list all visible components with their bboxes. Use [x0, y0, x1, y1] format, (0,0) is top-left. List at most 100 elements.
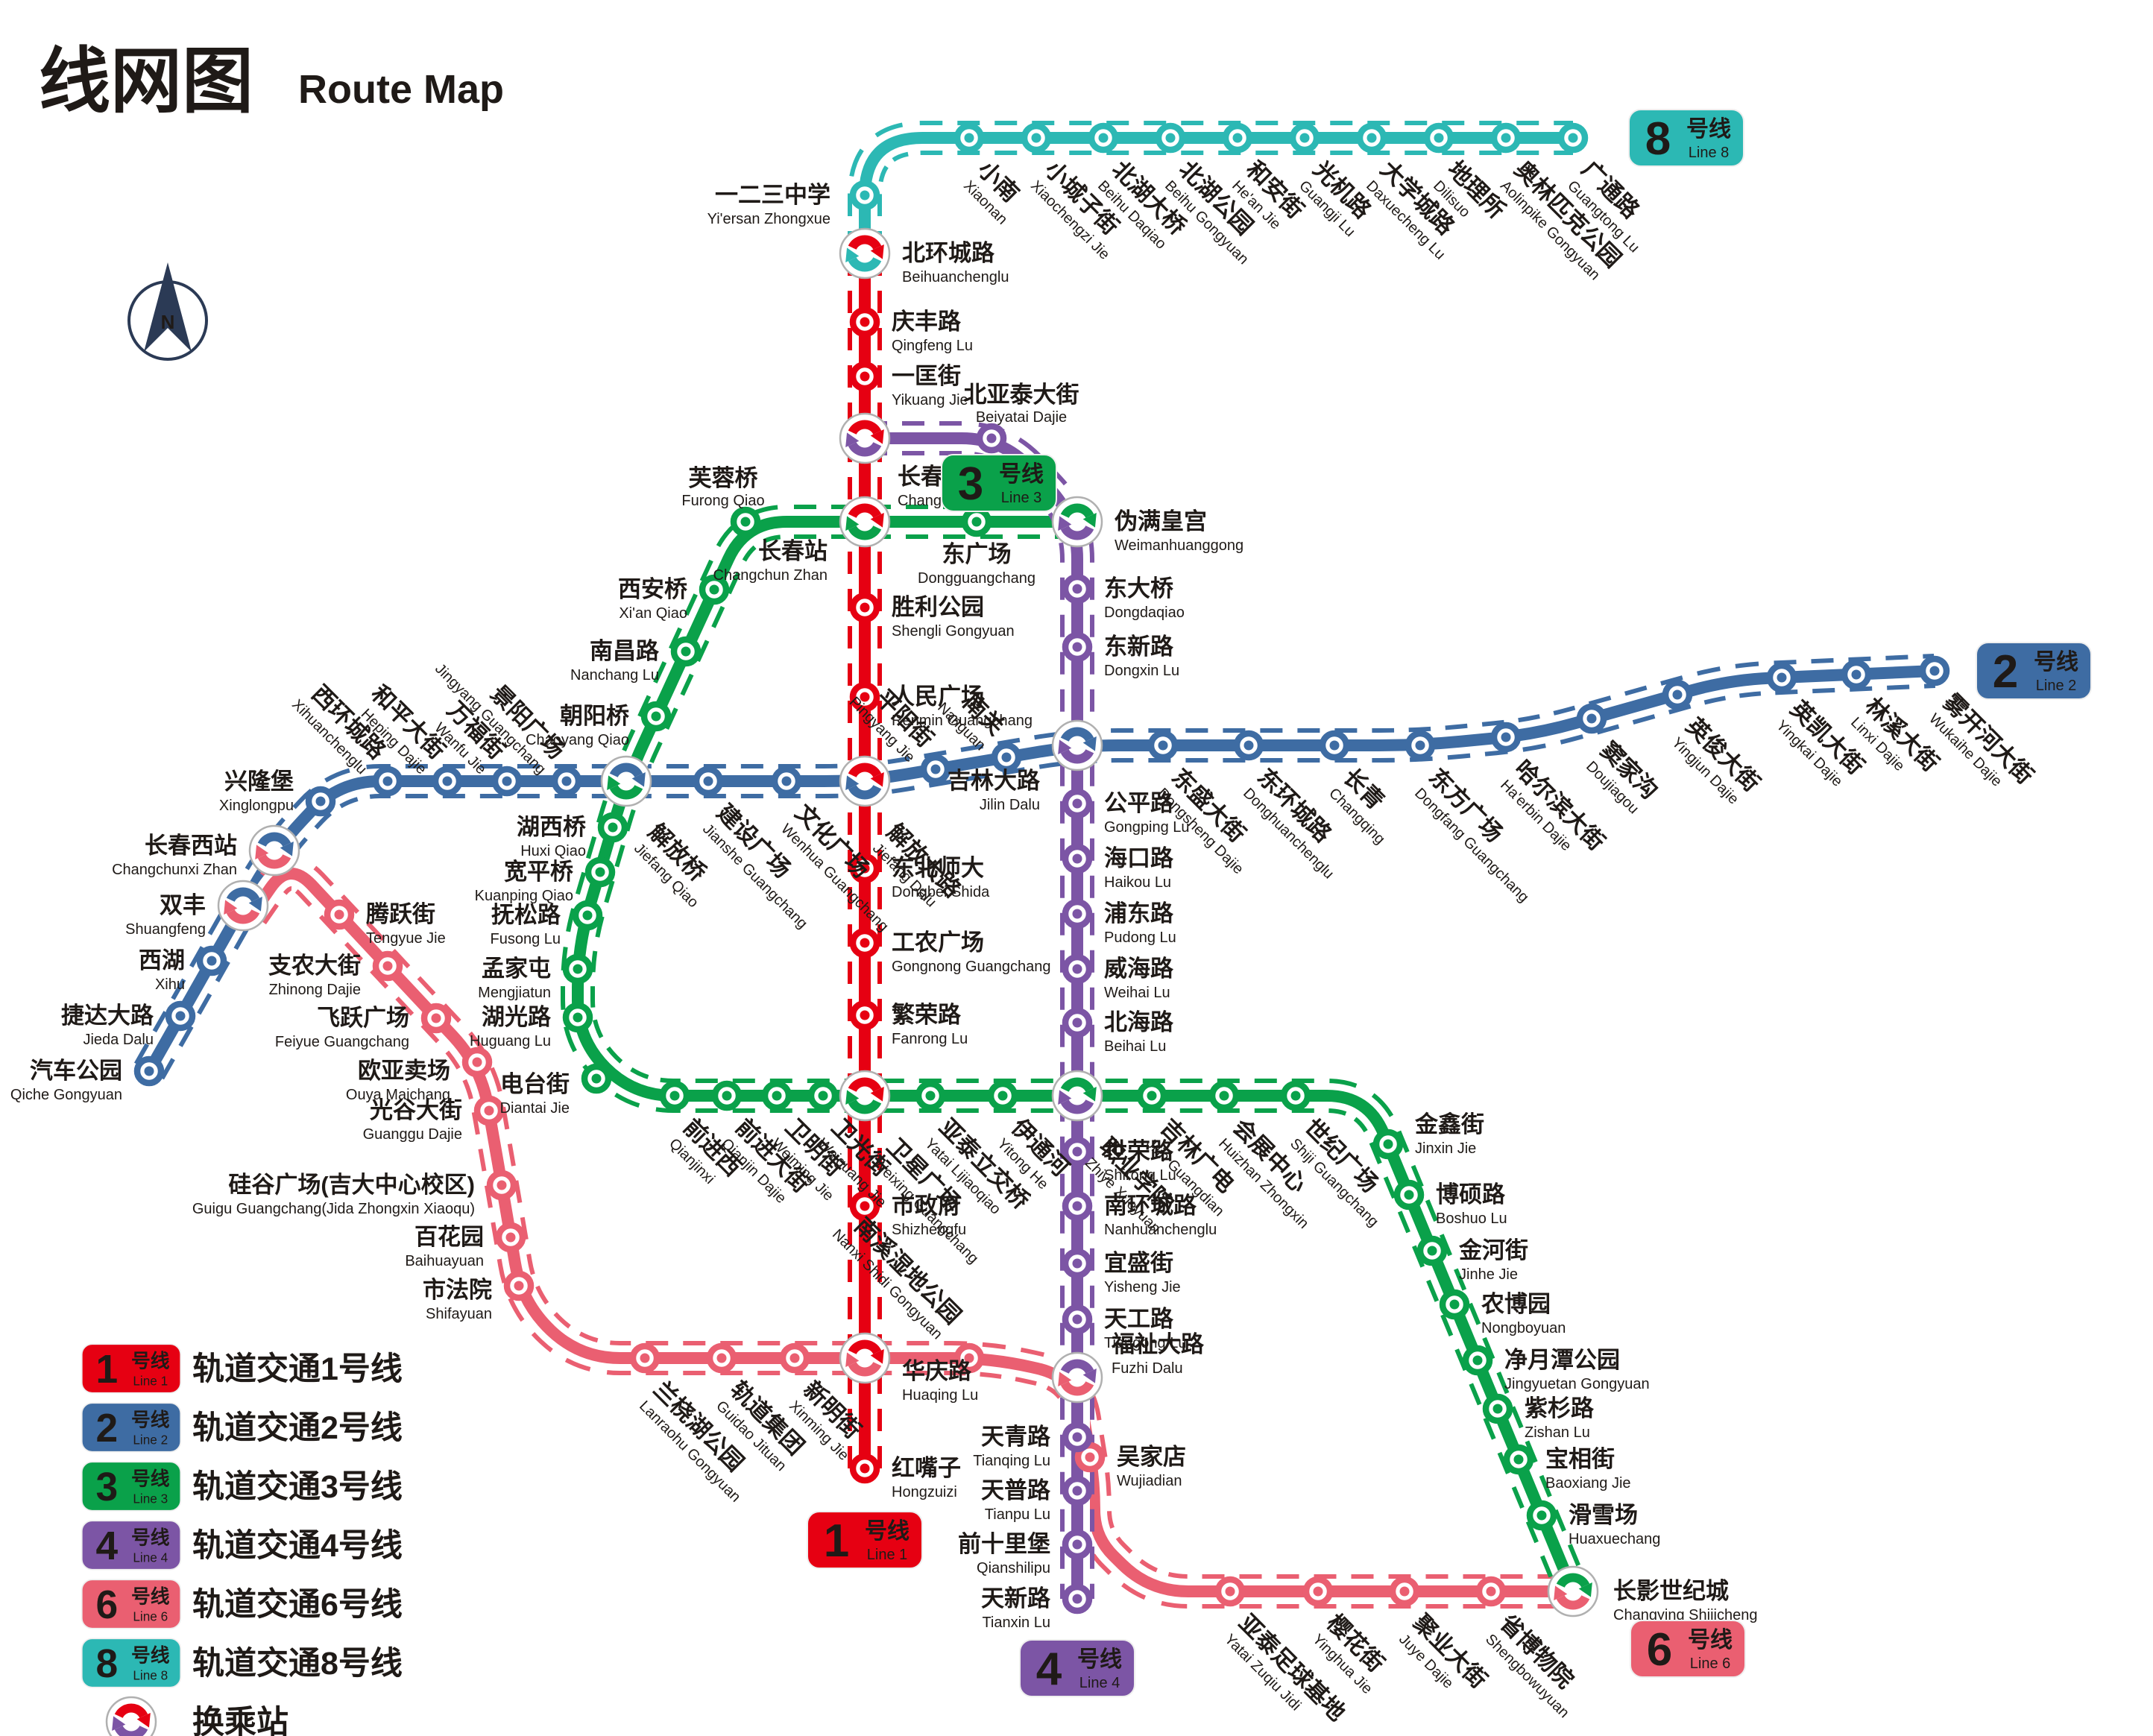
legend-transfer-label: 换乘站 — [192, 1705, 289, 1736]
station-Renmin Guangchang — [849, 681, 880, 713]
station-Guangtong Lu — [1557, 122, 1589, 154]
station-label-en: Fuzhi Dalu — [1112, 1360, 1183, 1377]
station-label-cn: 兴隆堡 — [224, 768, 294, 795]
station-label-en: Qianshilipu — [977, 1560, 1050, 1576]
page-title-cn: 线网图 — [39, 42, 253, 121]
station-label-cn: 庆丰路 — [892, 309, 962, 335]
station-label-cn: 西湖 — [139, 947, 185, 973]
station-label-cn: 汽车公园 — [30, 1058, 122, 1084]
svg-text:号线: 号线 — [1077, 1647, 1122, 1672]
station-Qianshilipu — [1062, 1529, 1093, 1560]
station-Ouya Maichang — [461, 1047, 493, 1078]
station-label-cn: 世荣路 — [1104, 1138, 1174, 1164]
station-label-en: Pudong Lu — [1104, 929, 1176, 946]
transfer-station-Jiefang Dalu — [839, 755, 891, 807]
station-label-en: Shifayuan — [426, 1306, 492, 1322]
svg-text:Line 6: Line 6 — [133, 1609, 168, 1623]
station-label-en: Weihai Lu — [1104, 985, 1170, 1001]
station-label-cn: 公平路 — [1104, 790, 1174, 816]
station-Yi'ersan Zhongxue — [849, 180, 880, 211]
station-Yatai Zuqiu Jidi — [1214, 1576, 1246, 1607]
station-label-cn: 支农大街 — [268, 953, 361, 979]
station-label-cn: 天新路 — [981, 1585, 1051, 1612]
station-Dilisuo — [1423, 122, 1454, 154]
station-label-en: Weimanhuanggong — [1115, 537, 1243, 554]
svg-text:号线: 号线 — [131, 1350, 170, 1372]
station-Juye Dajie — [1389, 1576, 1420, 1607]
station-Jinxin Jie — [1372, 1129, 1404, 1160]
station-Dongxin Lu — [1062, 631, 1093, 663]
svg-text:8: 8 — [95, 1642, 118, 1686]
line6-path — [238, 856, 1579, 1609]
station-label-en: Dongbei Shida — [892, 884, 990, 900]
station-label-cn: 电台街 — [500, 1071, 570, 1097]
page-title-en: Route Map — [298, 67, 504, 112]
station-Ha'erbin Dajie — [1490, 722, 1522, 753]
station-label-cn: 东大桥 — [1104, 575, 1173, 602]
station-label-cn: 滑雪场 — [1569, 1502, 1638, 1528]
station-label-cn: 海口路 — [1104, 845, 1174, 871]
transfer-station-Zhiye Xueyuan — [1051, 1070, 1103, 1122]
station-label-cn: 北亚泰大街 — [964, 382, 1079, 408]
station-Hongzuizi — [849, 1453, 880, 1484]
station-Dongguangchang — [961, 506, 992, 537]
station-label-cn: 农博园 — [1481, 1291, 1551, 1317]
svg-text:号线: 号线 — [2034, 650, 2078, 675]
station-label-en: Zhinong Dajie — [269, 982, 361, 998]
station-Nanguan — [991, 742, 1022, 773]
station-label-en: Tianxin Lu — [982, 1615, 1050, 1631]
station-Linxi Dajie — [1841, 659, 1872, 690]
station-Nanxi Shidi Gongyuan — [953, 1342, 985, 1374]
station-label-en: Furong Qiao — [681, 493, 764, 509]
transfer-station-Jiefang Qiao — [600, 755, 652, 807]
station-label-cn: 东广场 — [942, 541, 1012, 567]
line3-path — [561, 505, 1589, 1598]
station-label-en: Shuangfeng — [125, 921, 206, 938]
station-label-cn: 芙蓉桥 — [689, 465, 758, 491]
transfer-station-Weimanhuanggong — [1051, 496, 1103, 548]
station-Shirong Lu — [1062, 1136, 1093, 1167]
station-label-en: Fanrong Lu — [892, 1031, 968, 1047]
station-Tianqing Lu — [1062, 1421, 1093, 1453]
station-label-en: Chaoyang Qiao — [526, 732, 629, 748]
svg-text:Line 4: Line 4 — [133, 1550, 168, 1565]
transfer-station-Fuzhi Dalu — [1051, 1351, 1103, 1404]
transfer-station-Beihuanchenglu — [839, 227, 891, 280]
station-Nanhuanchenglu — [1062, 1190, 1093, 1222]
station-label-en: Dongxin Lu — [1104, 663, 1179, 679]
svg-text:3: 3 — [958, 458, 983, 510]
station-Fanrong Lu — [849, 1000, 880, 1031]
station-label-en: Guanggu Dajie — [363, 1126, 462, 1143]
station-Heping Dajie — [432, 766, 463, 797]
station-Huguang Lu — [562, 1002, 593, 1033]
station-Jingyuetan Gongyuan — [1462, 1345, 1493, 1376]
station-Zhinong Dajie — [372, 950, 403, 982]
station-label-en: Feiyue Guangchang — [275, 1034, 409, 1050]
station-Pudong Lu — [1062, 898, 1093, 929]
svg-text:Line 2: Line 2 — [2036, 678, 2077, 694]
station-label-en: Changying Shijicheng — [1613, 1607, 1757, 1623]
station-label-cn: 西安桥 — [618, 576, 687, 602]
station-label-cn: 朝阳桥 — [560, 703, 629, 729]
svg-text:号线: 号线 — [131, 1527, 170, 1548]
station-label-en: Diantai Jie — [500, 1100, 570, 1117]
station-Yinghua Jie — [1302, 1576, 1334, 1607]
station-Xinming Jie — [779, 1342, 810, 1374]
station-Guangji Lu — [1289, 122, 1320, 154]
svg-text:6: 6 — [95, 1583, 118, 1627]
station-Yitong He — [987, 1080, 1018, 1111]
station-label-cn: 天普路 — [981, 1477, 1051, 1503]
compass-icon: N — [127, 262, 208, 361]
svg-text:Line 3: Line 3 — [133, 1491, 168, 1506]
transfer-station-Changchun Zhan — [839, 496, 891, 548]
station-label-cn: 紫杉路 — [1525, 1395, 1595, 1421]
station-label-en: Haikou Lu — [1104, 874, 1171, 891]
